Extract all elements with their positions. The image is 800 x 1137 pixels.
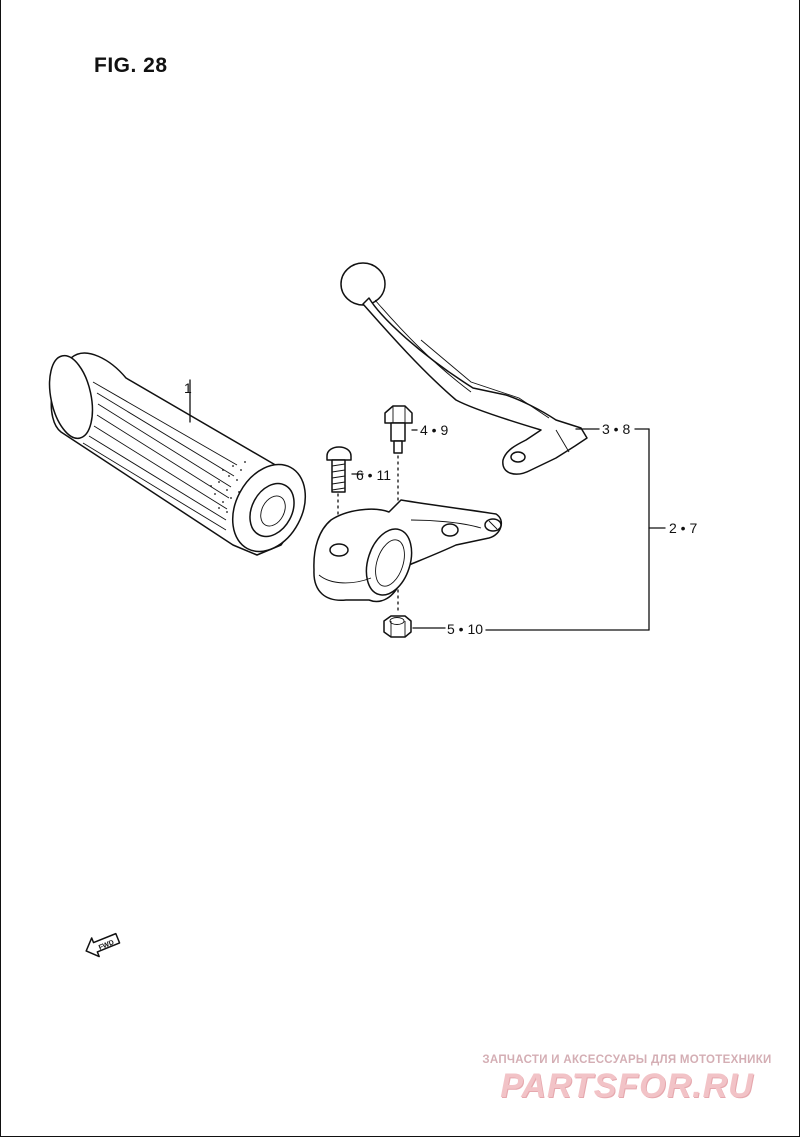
watermark-caption: ЗАПЧАСТИ И АКСЕССУАРЫ ДЛЯ МОТОТЕХНИКИ xyxy=(482,1054,772,1066)
callout-2-7: 2 • 7 xyxy=(669,520,697,536)
figure-title: FIG. 28 xyxy=(94,54,168,77)
callout-4-9: 4 • 9 xyxy=(420,422,448,438)
part-2-lever-holder xyxy=(313,499,503,603)
part-4-pivot-bolt xyxy=(384,405,413,454)
watermark-site-logo: PARTSFOR.RU xyxy=(500,1067,754,1105)
callout-3-8: 3 • 8 xyxy=(602,421,630,437)
callout-6-11: 6 • 11 xyxy=(356,467,391,483)
part-6-clamp-screw xyxy=(326,446,352,493)
callout-1: 1 xyxy=(184,380,192,396)
part-5-nut xyxy=(383,615,412,638)
part-1-handlebar-grip xyxy=(48,352,307,556)
watermark: ЗАПЧАСТИ И АКСЕССУАРЫ ДЛЯ МОТОТЕХНИКИ PA… xyxy=(477,1054,777,1106)
part-3-clutch-lever xyxy=(340,262,588,475)
callout-5-10: 5 • 10 xyxy=(447,621,483,637)
callout-leaders xyxy=(351,428,666,631)
fwd-arrow-icon: FWD xyxy=(85,932,121,958)
